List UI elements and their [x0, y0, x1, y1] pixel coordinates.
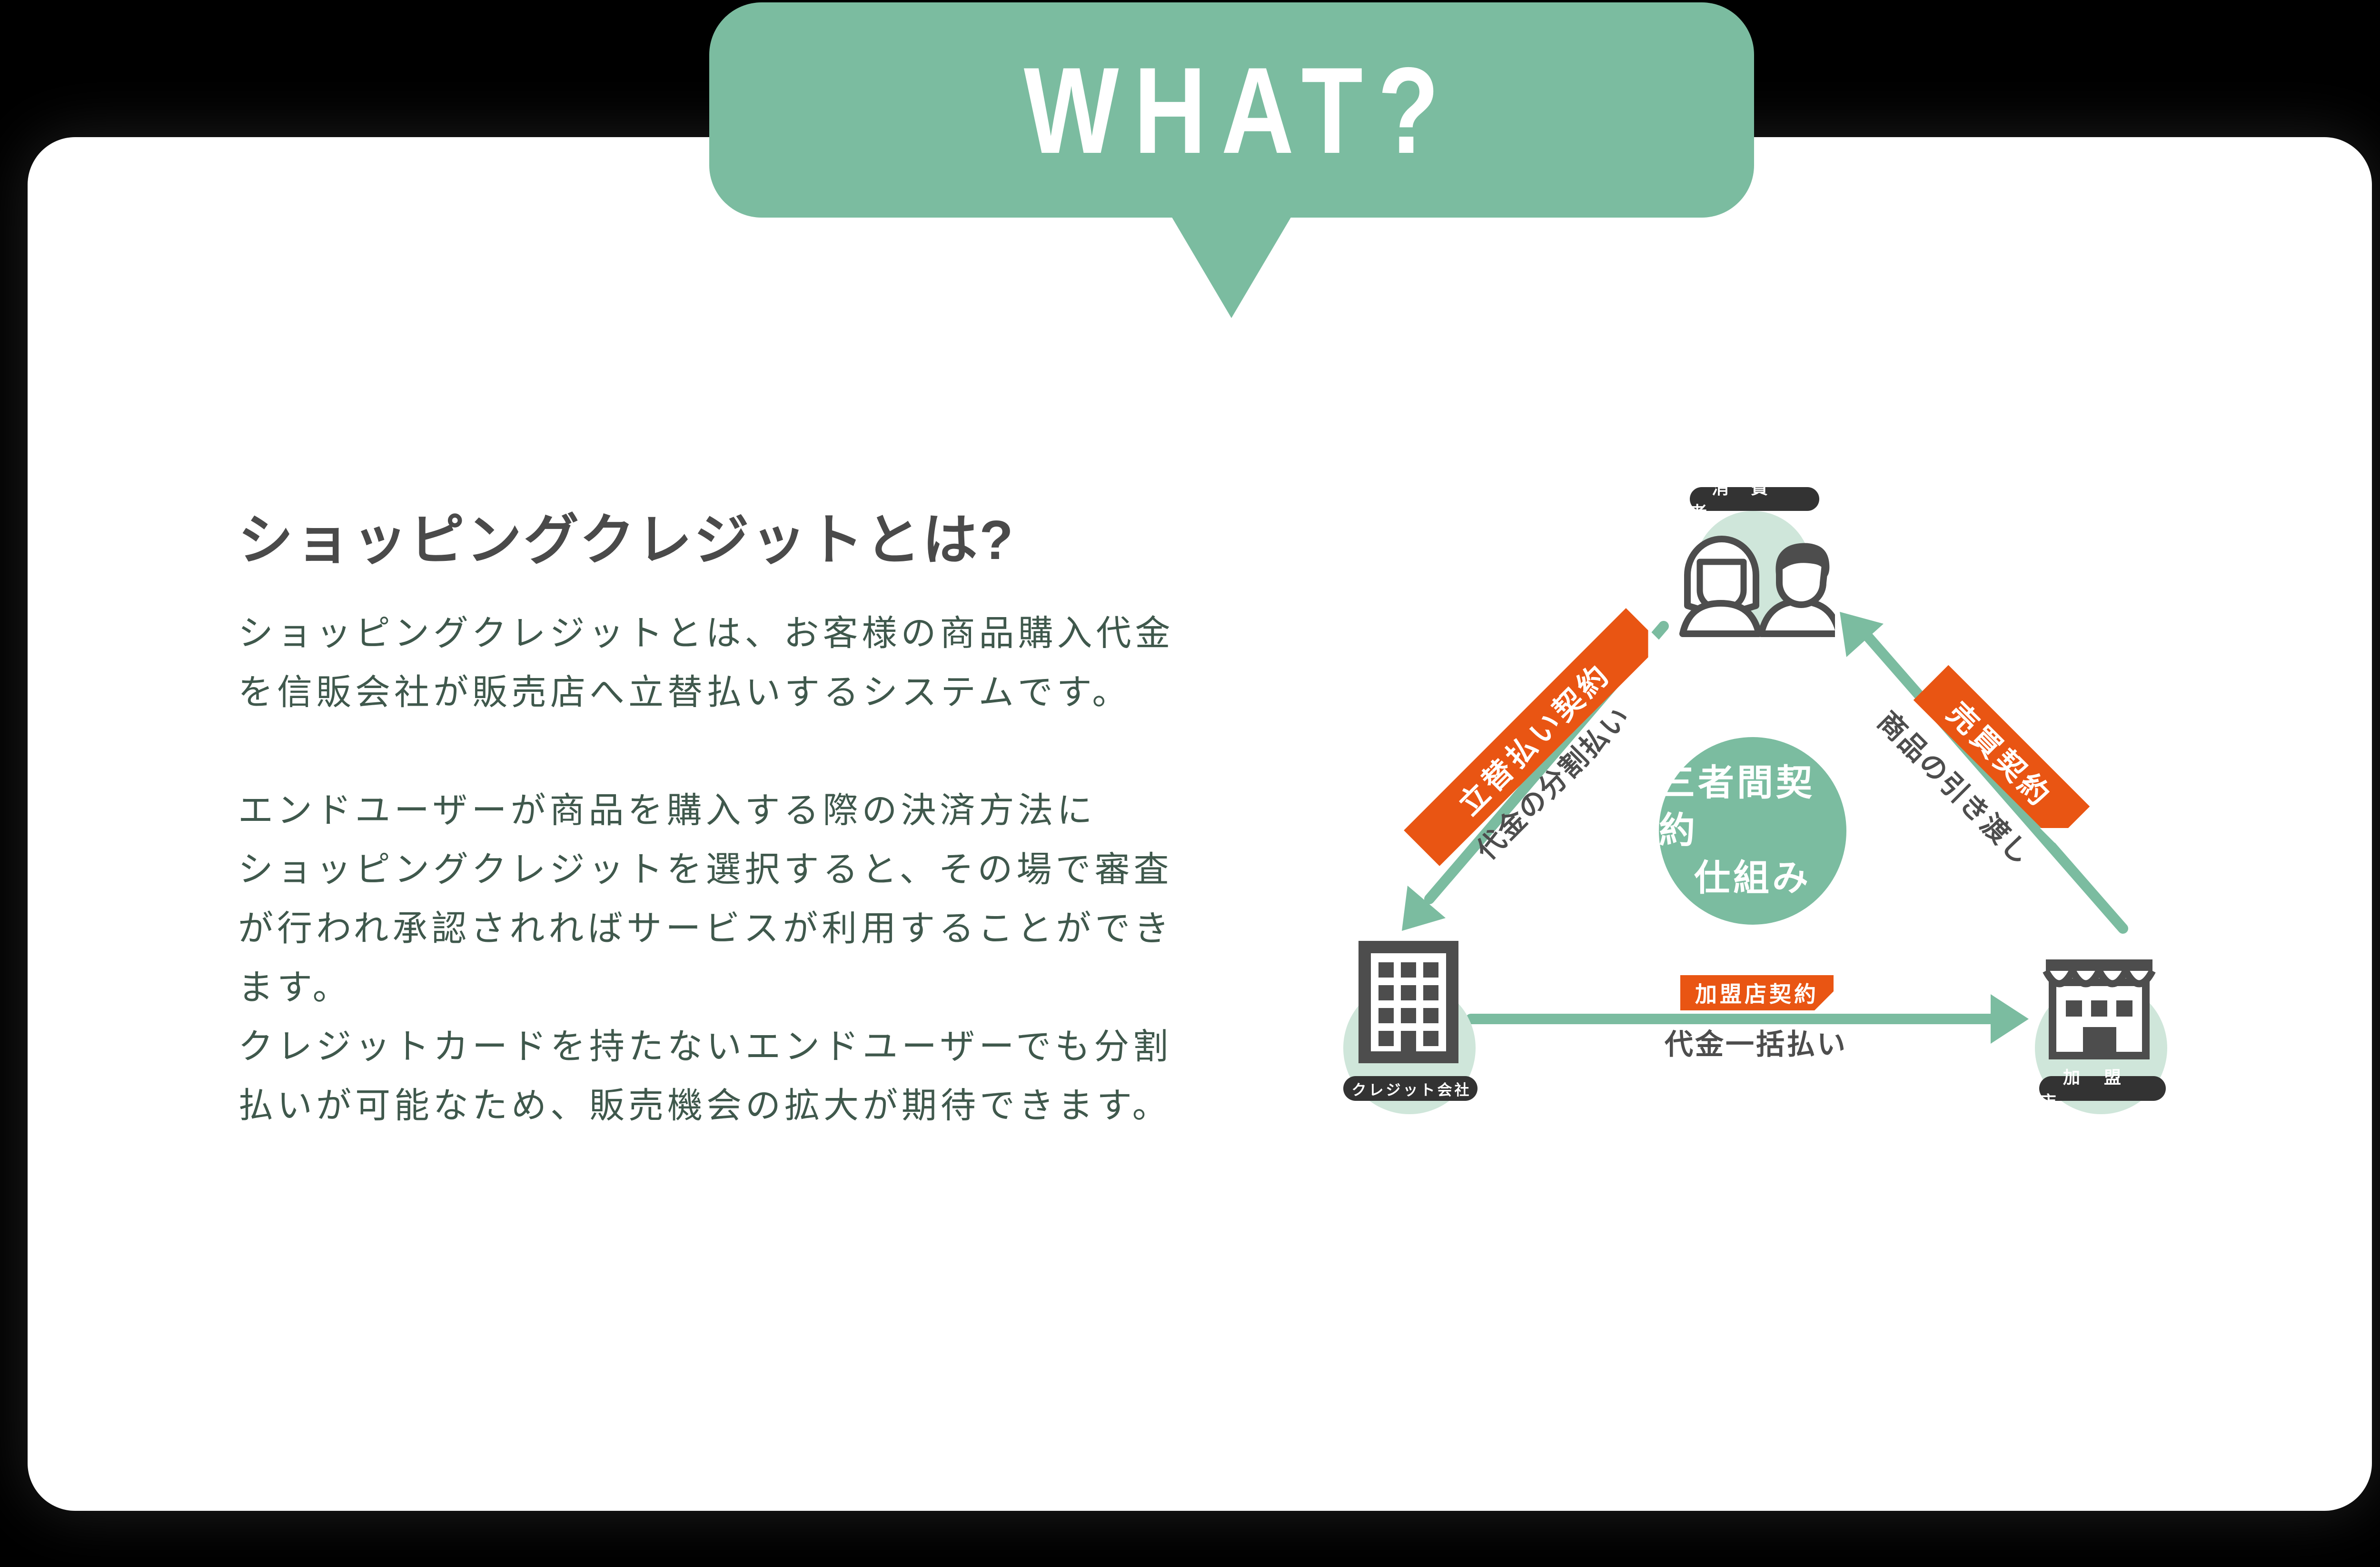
- storefront-icon: [2041, 955, 2157, 1066]
- three-party-diagram: 消費者 三者間契約 仕組み: [1333, 476, 2190, 1143]
- page-title: ショッピングクレジットとは?: [238, 509, 1015, 571]
- content-card: [28, 137, 2372, 1511]
- center-circle-line2: 仕組み: [1694, 858, 1811, 898]
- credit-company-label: クレジット会社: [1343, 1076, 1478, 1101]
- what-badge-label: WHAT?: [1024, 41, 1454, 179]
- intro-paragraph: ショッピングクレジットとは、お客様の商品購入代金 を信販会社が販売店へ立替払いす…: [238, 613, 1174, 712]
- merchant-contract-arrow: [1466, 994, 2029, 1044]
- sales-contract-arrow: [1840, 612, 2128, 934]
- office-building-icon: [1358, 940, 1459, 1066]
- merchant-label: 加盟店: [2039, 1068, 2166, 1112]
- detail-paragraph: エンドユーザーが商品を購入する際の決済方法に ショッピングクレジットを選択すると…: [238, 790, 1173, 1125]
- speech-bubble-tail: [1170, 213, 1293, 318]
- what-speech-bubble: WHAT?: [709, 2, 1754, 218]
- lump-sum-payment-caption: 代金一括払い: [1665, 1028, 1847, 1060]
- consumer-label: 消費者: [1690, 478, 1819, 522]
- merchant-contract-ribbon: 加盟店契約: [1680, 975, 1835, 1011]
- consumers-icon: [1678, 529, 1843, 639]
- center-circle-line1: 三者間契約: [1659, 763, 1815, 851]
- center-scheme-circle: 三者間契約 仕組み: [1659, 737, 1846, 925]
